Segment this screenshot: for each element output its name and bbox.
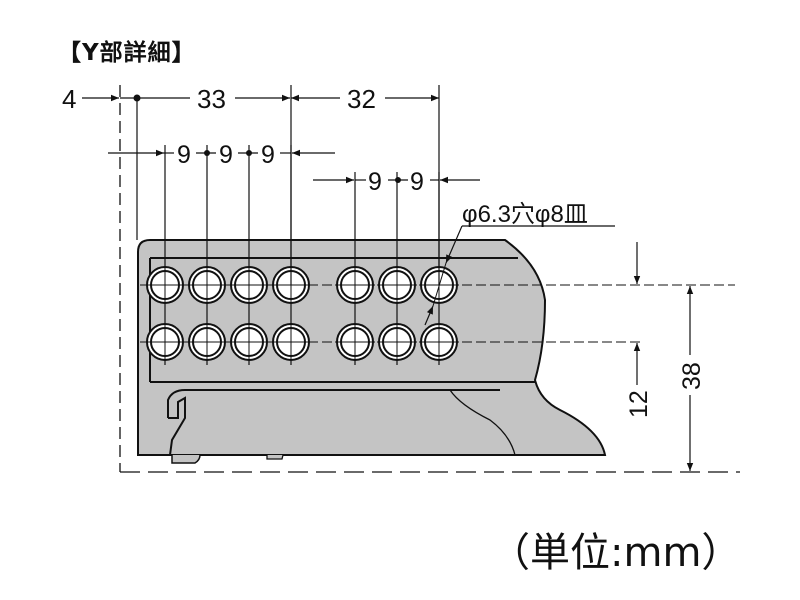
hole-spec-label: φ6.3穴φ8皿 — [462, 201, 588, 228]
dim-4-label: 4 — [62, 84, 76, 114]
dim-32-label: 32 — [347, 84, 376, 114]
lower-curve — [449, 389, 516, 456]
pitch1-label-2: 9 — [219, 141, 233, 169]
pitch2-label-2: 9 — [410, 168, 424, 196]
unit-note: （単位:mm） — [490, 530, 742, 576]
dim-38-label: 38 — [678, 362, 706, 390]
pitch1-dot-2 — [246, 150, 252, 156]
lower-rail-lip — [167, 389, 500, 418]
detail-title: 【Y部詳細】 — [58, 40, 196, 66]
callout-leader-2 — [424, 305, 434, 326]
dim-33-label: 33 — [197, 84, 226, 114]
foot-1 — [171, 454, 201, 464]
pitch2-label-1: 9 — [368, 168, 382, 196]
hook-profile — [168, 396, 186, 456]
pitch1-label-3: 9 — [261, 141, 275, 169]
callout-leader-mid — [432, 262, 447, 307]
pitch2-dot-1 — [395, 177, 401, 183]
dim-12-label: 12 — [625, 390, 653, 418]
pitch1-dot-1 — [204, 150, 210, 156]
foot-2 — [266, 454, 284, 460]
pitch1-label-1: 9 — [177, 141, 191, 169]
callout-leader — [445, 225, 463, 264]
